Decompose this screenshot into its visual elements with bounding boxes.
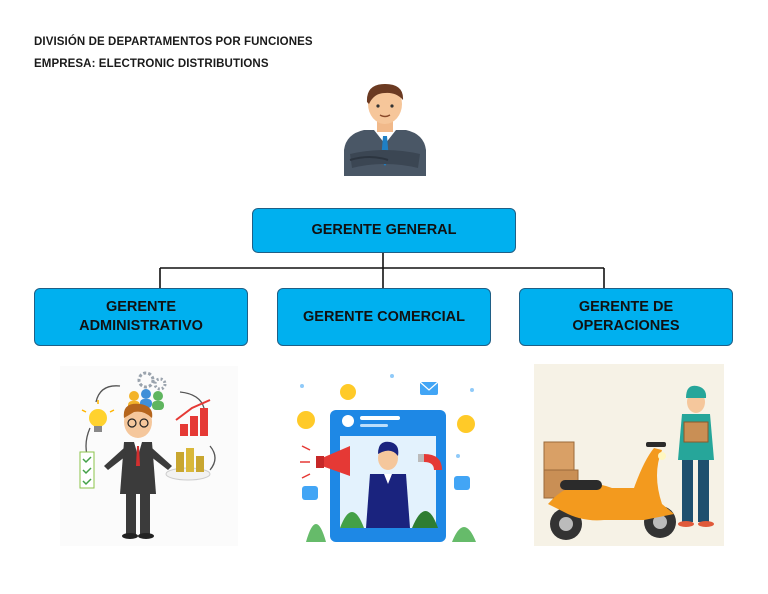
commercial-illustration xyxy=(292,366,480,548)
node-gerente-general: GERENTE GENERAL xyxy=(252,208,516,253)
node-gerente-operaciones: GERENTE DE OPERACIONES xyxy=(519,288,733,346)
node-label-line2: ADMINISTRATIVO xyxy=(79,318,203,334)
operations-illustration xyxy=(534,364,724,546)
node-gerente-administrativo: GERENTE ADMINISTRATIVO xyxy=(34,288,248,346)
node-label-line2: OPERACIONES xyxy=(572,318,680,334)
node-gerente-comercial: GERENTE COMERCIAL xyxy=(277,288,491,346)
diagram-title: DIVISIÓN DE DEPARTAMENTOS POR FUNCIONES xyxy=(34,36,313,48)
company-subtitle: EMPRESA: ELECTRONIC DISTRIBUTIONS xyxy=(34,58,269,70)
manager-avatar-icon xyxy=(344,84,426,176)
administration-illustration xyxy=(60,366,238,546)
node-label-line1: GERENTE COMERCIAL xyxy=(303,308,465,325)
node-label-line1: GERENTE DE xyxy=(578,299,674,315)
node-label-line1: GERENTE xyxy=(105,299,177,315)
node-label: GERENTE GENERAL xyxy=(311,222,457,238)
